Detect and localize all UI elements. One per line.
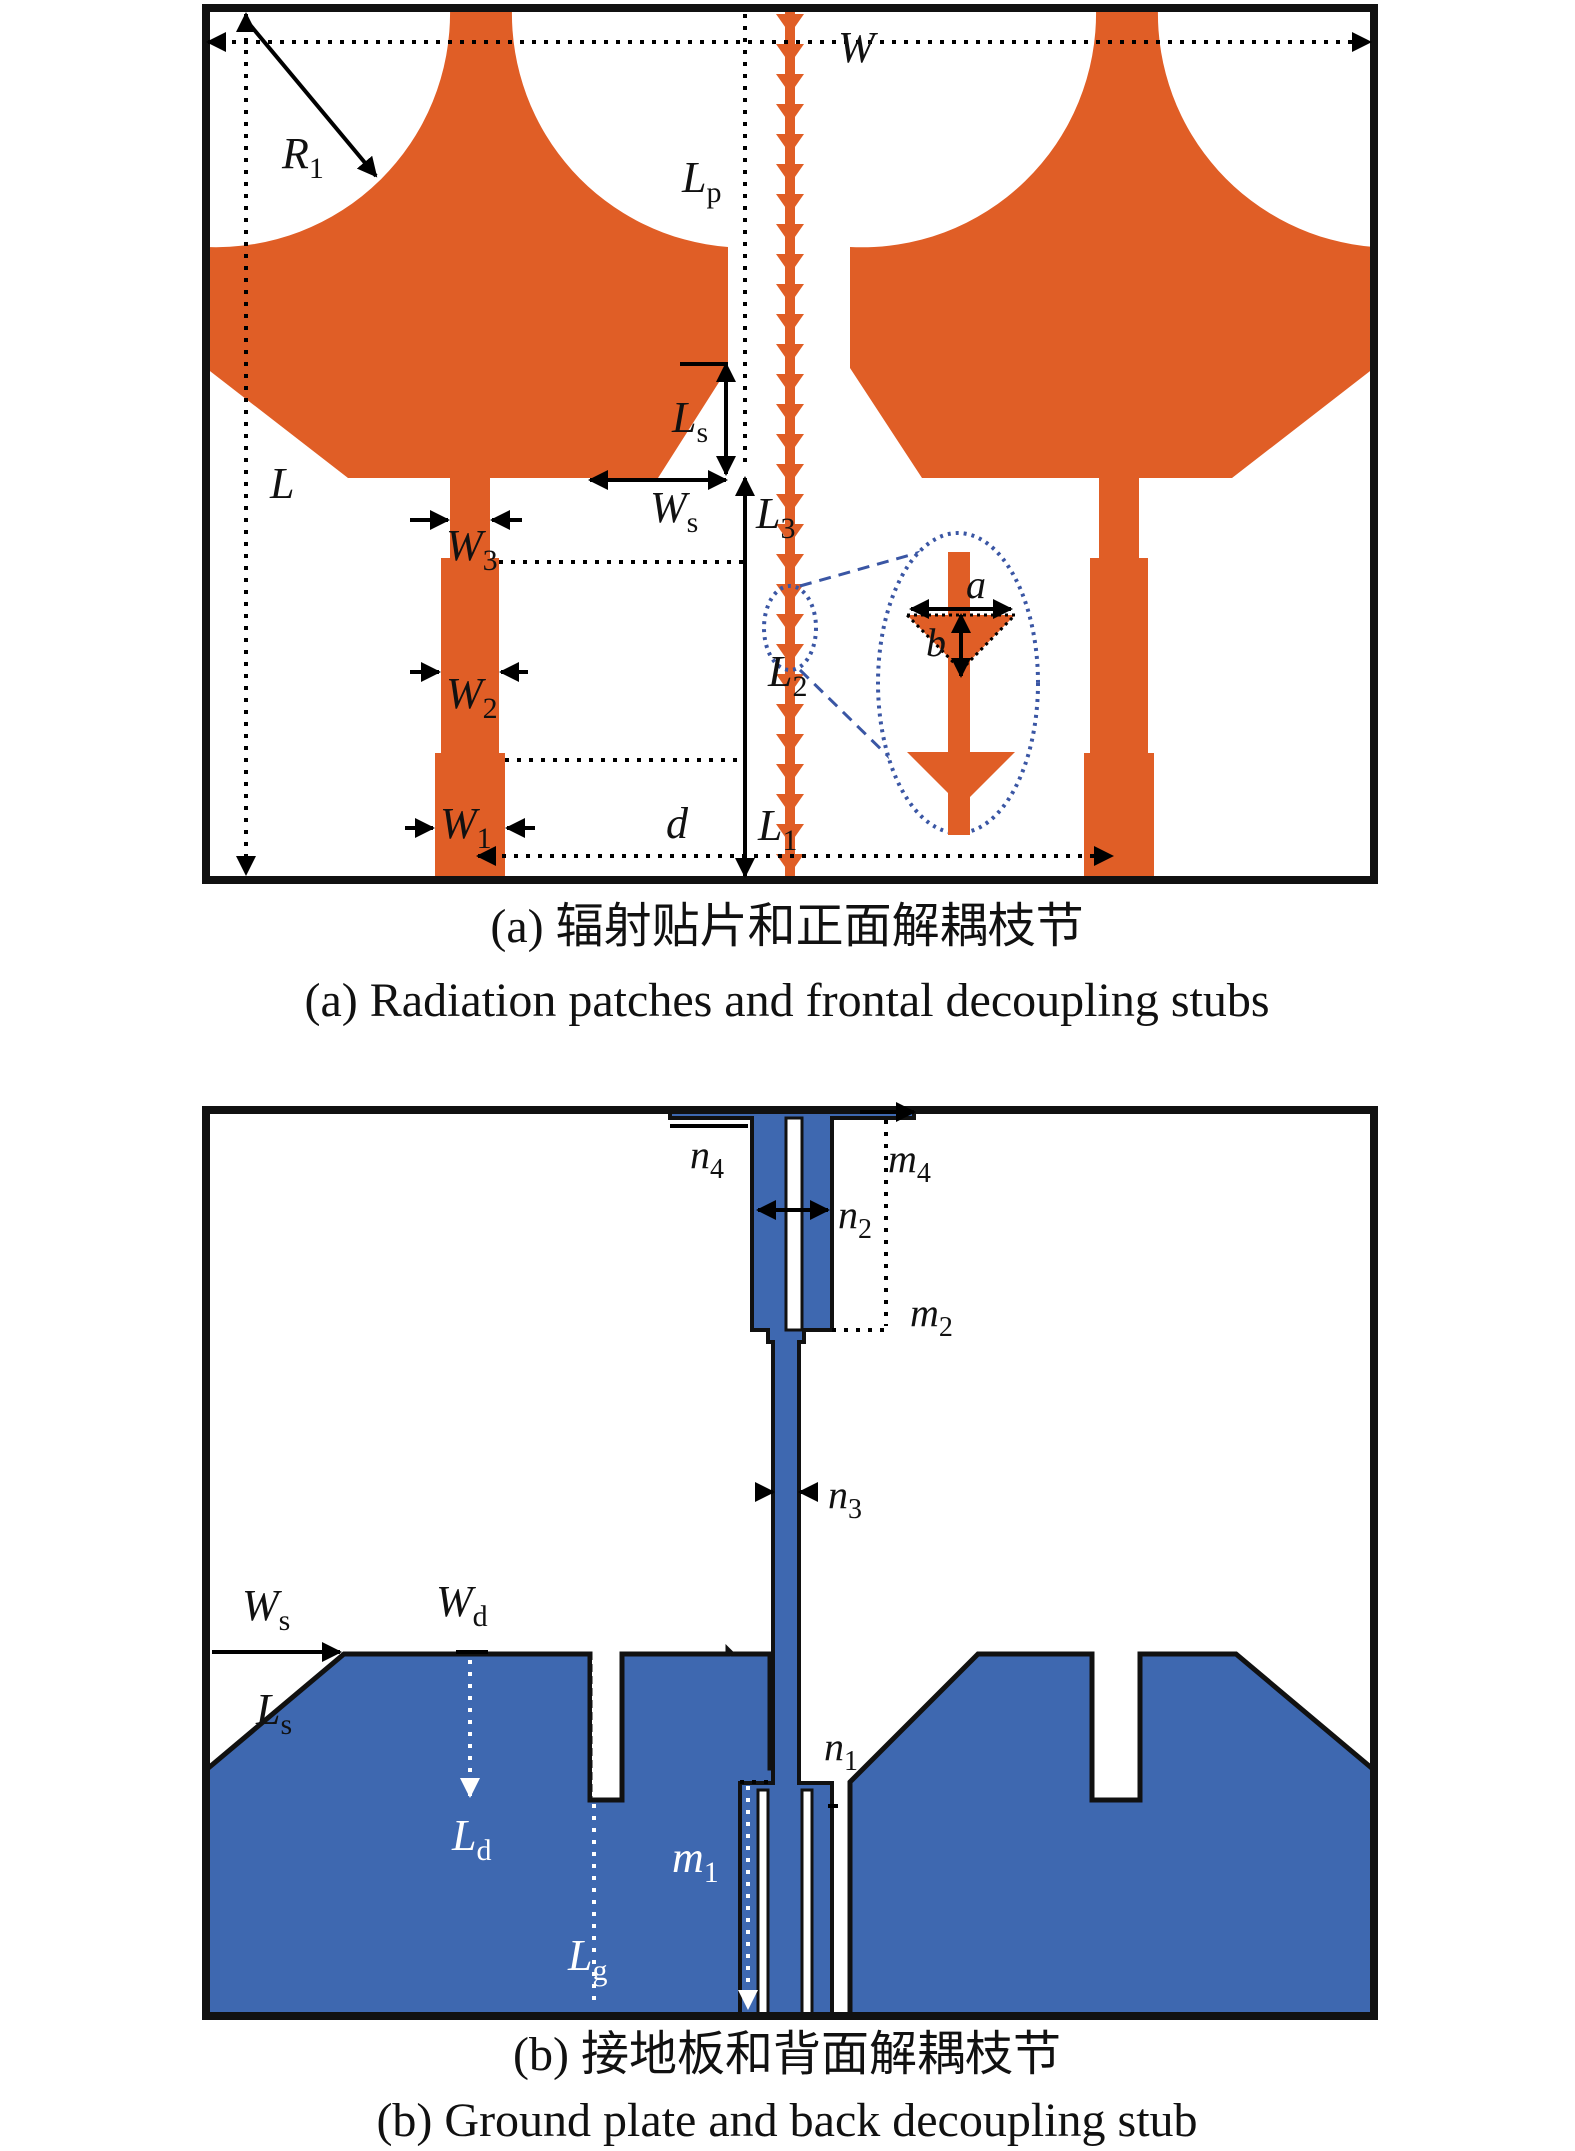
label-Ws: Ws [650, 483, 698, 539]
stub-chevron [776, 824, 804, 844]
label-n3: n3 [828, 1472, 862, 1525]
label-W1: W1 [440, 799, 492, 855]
label-n2: n2 [838, 1192, 872, 1245]
stub-chevron [776, 74, 804, 94]
stub-chevron [776, 374, 804, 394]
zoom-leader-top [799, 546, 936, 588]
label-a: a [966, 562, 986, 607]
caption-a-zh: (a) 辐射贴片和正面解耦枝节 [490, 900, 1083, 953]
panel-b: n4 m4 n2 m2 n3 Ws Wd Ls n1 Ld m1 Lg (b) … [202, 1102, 1378, 2147]
stub-chevron [776, 134, 804, 154]
stub-chevron [776, 794, 804, 814]
label-Ls: Ls [671, 393, 708, 449]
stub-chevron [776, 464, 804, 484]
stub-chevron [776, 164, 804, 184]
caption-b-en: (b) Ground plate and back decoupling stu… [376, 2094, 1197, 2147]
stub-chevron [776, 284, 804, 304]
label-b: b [926, 620, 946, 665]
stub-chevron [776, 104, 804, 124]
label-Ld: Ld [451, 1811, 491, 1867]
ground-right [847, 1651, 1377, 2019]
label-n1: n1 [824, 1724, 858, 1777]
label-L: L [269, 459, 294, 508]
stub-chevron [776, 314, 804, 334]
label-L3: L3 [755, 489, 795, 545]
label-m4: m4 [888, 1136, 931, 1189]
label-R1: R1 [281, 129, 324, 185]
label-W2: W2 [446, 669, 498, 725]
stub-chevron [776, 704, 804, 724]
stub-chevron [776, 194, 804, 214]
stub-chevron [776, 524, 804, 544]
zoom-leader-bottom [798, 668, 937, 804]
caption-a-en: (a) Radiation patches and frontal decoup… [304, 974, 1269, 1027]
stub-chevron [776, 554, 804, 574]
stub-chevron [776, 644, 804, 664]
stub-chevron [776, 344, 804, 364]
substrate-outline-a [202, 4, 1378, 884]
stub-chevron [776, 254, 804, 274]
ground-plate [203, 1643, 1377, 2019]
label-W: W [838, 23, 878, 72]
substrate-outline-b [202, 1106, 1378, 2020]
stub-chevron [776, 404, 804, 424]
stub-chevron [776, 494, 804, 514]
zoom-source-ring [762, 584, 818, 672]
stub-chevron [776, 764, 804, 784]
panel-a: W R1 Lp L Ls Ws L3 W3 W2 L2 W1 L1 d a b … [202, 4, 1378, 1027]
label-m2: m2 [910, 1290, 953, 1343]
dim-R1 [244, 18, 378, 178]
frontal-decoupling-stub [776, 8, 804, 880]
stub-chevron [776, 224, 804, 244]
label-Lp: Lp [681, 153, 721, 209]
label-n4: n4 [690, 1132, 724, 1185]
stub-chevron [776, 674, 804, 694]
label-Ws-b: Ws [242, 1581, 290, 1637]
caption-b-zh: (b) 接地板和背面解耦枝节 [513, 2028, 1061, 2081]
label-Lg: Lg [567, 1931, 607, 1987]
stub-chevron [776, 614, 804, 634]
label-m1: m1 [672, 1833, 719, 1889]
stub-chevron [776, 44, 804, 64]
label-W3: W3 [446, 521, 498, 577]
stub-chevron [776, 434, 804, 454]
stub-chevron [776, 14, 804, 34]
stub-chevron [776, 734, 804, 754]
zoom-triangle-lower [907, 752, 1015, 806]
label-Ls-b: Ls [255, 1685, 292, 1741]
right-radiating-patch [850, 8, 1374, 880]
label-d: d [666, 799, 689, 848]
label-Wd: Wd [436, 1577, 488, 1633]
zoom-callout [762, 531, 1040, 835]
label-L1: L1 [757, 801, 797, 857]
label-L2: L2 [767, 647, 807, 703]
